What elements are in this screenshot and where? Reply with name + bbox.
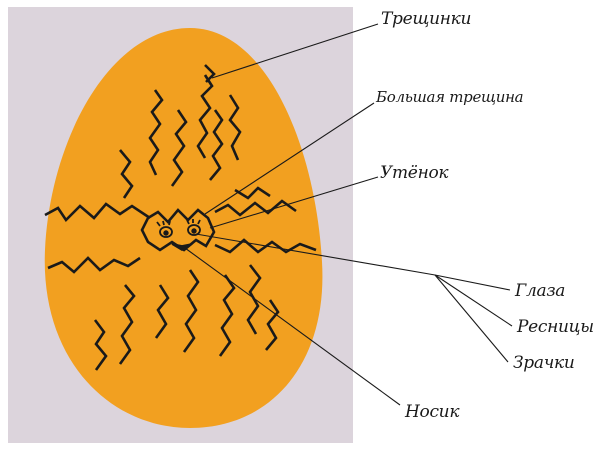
label-duckling: Утёнок [380,163,448,183]
leader-pupils [435,275,508,362]
label-pupils: Зрачки [513,353,575,373]
label-nose: Носик [405,402,459,422]
label-cracks: Трещинки [381,9,471,29]
label-eyelashes: Ресницы [517,317,594,337]
label-eyes: Глаза [515,281,565,301]
duckling-pupil-right [192,229,196,233]
egg-shape [45,28,323,428]
label-big-crack: Большая трещина [376,88,523,106]
duckling-pupil-left [164,231,168,235]
